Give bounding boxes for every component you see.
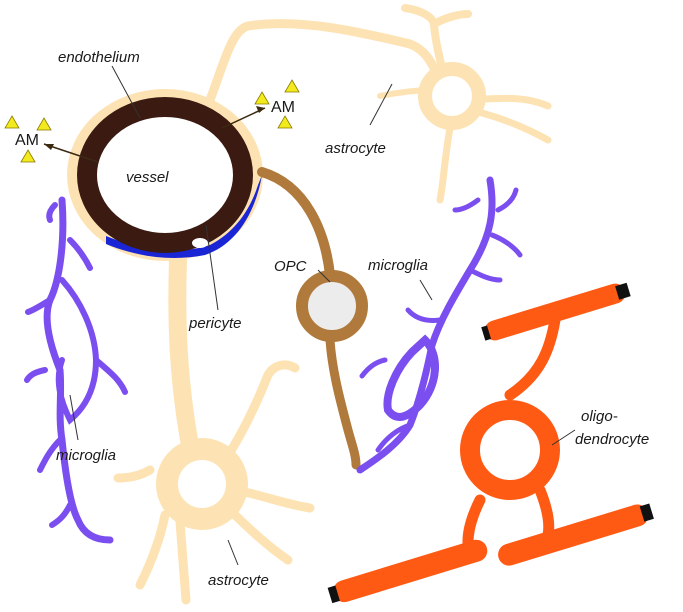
opc-cell: [257, 167, 368, 470]
label-vessel: vessel: [126, 169, 169, 186]
microglia-left: [24, 196, 128, 544]
label-opc: OPC: [274, 258, 307, 275]
am-triangles: [4, 79, 300, 163]
label-oligo-line2: dendrocyte: [575, 431, 649, 448]
astrocyte-top-right: [205, 4, 552, 204]
label-am-left: AM: [15, 132, 39, 149]
leader-lines: [69, 65, 576, 566]
label-am-right: AM: [271, 99, 295, 116]
microglia-right: [356, 176, 523, 474]
blood-vessel: [67, 89, 263, 261]
label-astrocyte-top: astrocyte: [325, 140, 386, 157]
label-oligo-line1: oligo-: [581, 408, 618, 425]
astrocyte-bottom: [113, 251, 315, 605]
label-microglia-right: microglia: [368, 257, 428, 274]
label-endothelium: endothelium: [58, 49, 140, 66]
label-pericyte: pericyte: [188, 315, 242, 332]
label-microglia-left: microglia: [56, 447, 116, 464]
am-arrows: [43, 106, 266, 163]
label-astrocyte-bottom: astrocyte: [208, 572, 269, 589]
oligodendrocyte: [327, 282, 654, 604]
